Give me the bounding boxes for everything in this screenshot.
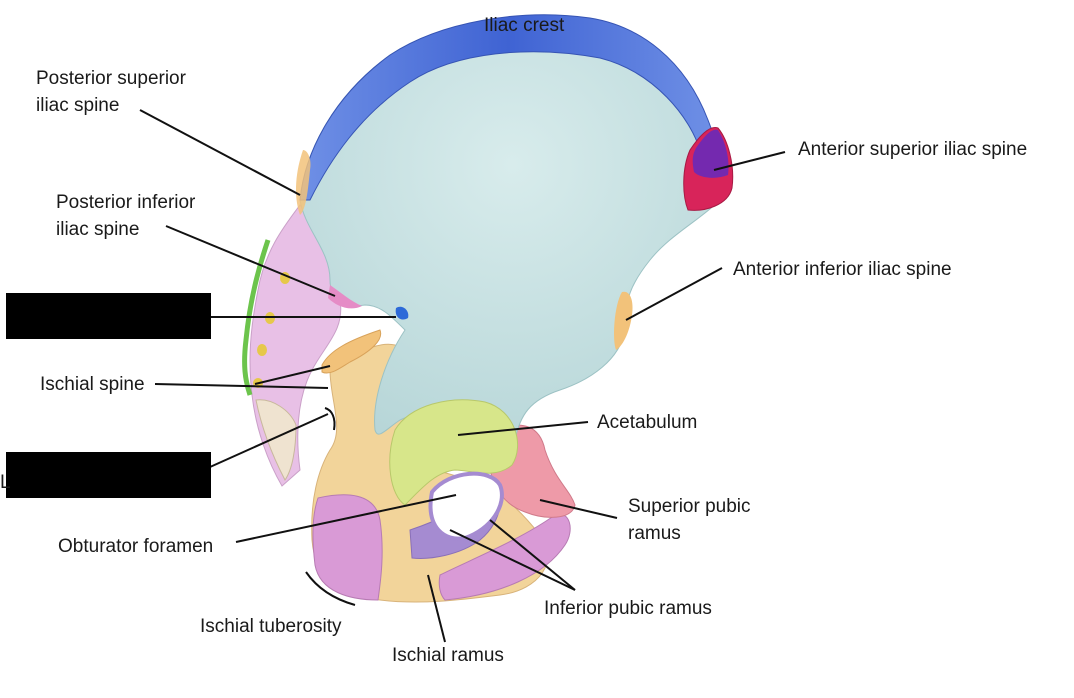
label-ischial-tuberosity: Ischial tuberosity (200, 616, 342, 637)
label-ischial-ramus: Ischial ramus (392, 645, 504, 666)
sciatic-notch-marker (395, 306, 409, 320)
obturator-foramen-hole (428, 471, 504, 541)
label-iliac-crest: Iliac crest (484, 15, 565, 36)
label-inferior-pubic-ramus: Inferior pubic ramus (544, 598, 712, 619)
anterior-inferior-spine-region (614, 291, 633, 350)
bracket-ischial-tuberosity (305, 571, 356, 606)
label-posterior-superior-iliac-spine: Posterior superior iliac spine (36, 68, 186, 116)
redacted-label-1 (6, 293, 211, 339)
label-anterior-inferior-iliac-spine: Anterior inferior iliac spine (733, 259, 952, 280)
acetabulum-region (389, 399, 519, 506)
label-partial-letter: L (0, 472, 11, 493)
ischial-tail (255, 399, 297, 481)
leader-lines (139, 109, 786, 643)
posterior-superior-spine-edge (296, 150, 311, 215)
label-ischial-spine: Ischial spine (40, 374, 145, 395)
anterior-superior-spine-top (692, 129, 729, 178)
label-acetabulum: Acetabulum (597, 412, 698, 433)
label-posterior-inferior-iliac-spine: Posterior inferior iliac spine (56, 192, 196, 240)
label-anterior-superior-iliac-spine: Anterior superior iliac spine (798, 139, 1028, 160)
ischial-tuberosity-region (312, 494, 383, 601)
redacted-label-2 (6, 452, 211, 498)
green-edge (242, 239, 271, 396)
label-obturator-foramen: Obturator foramen (58, 536, 214, 557)
ischial-spine-region (321, 329, 382, 374)
bracket-lesser-notch (324, 407, 336, 431)
posterior-inferior-spine-region (328, 285, 362, 309)
label-superior-pubic-ramus: Superior pubic ramus (628, 496, 751, 544)
